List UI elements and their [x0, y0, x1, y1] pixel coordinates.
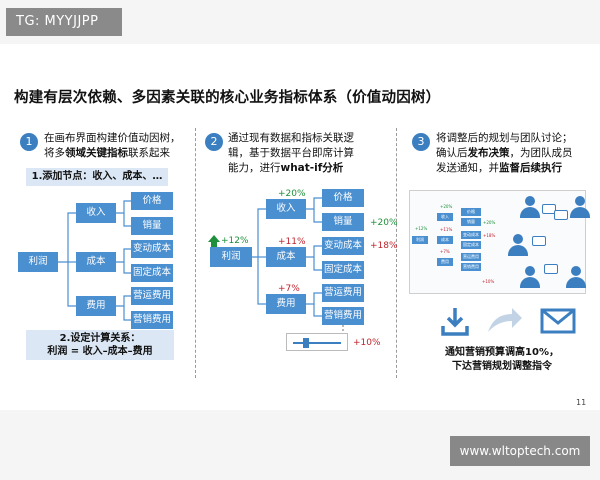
download-icon — [441, 308, 469, 336]
column-divider-2 — [396, 128, 397, 378]
step-1-line-2-pre: 将多 — [44, 147, 65, 159]
slide-title: 构建有层次依赖、多因素关联的核心业务指标体系（价值动因树） — [14, 90, 441, 106]
chat-bubble-icon — [542, 204, 556, 214]
step-2-line-3: 能力，进行what-if分析 — [228, 161, 388, 176]
marketing-slider[interactable] — [286, 333, 348, 351]
cost-change: +11% — [278, 237, 306, 247]
tree-node-price[interactable]: 价格 — [131, 192, 173, 210]
column-divider-1 — [195, 128, 196, 378]
notification-line-2: 下达营销规划调整指令 — [452, 361, 552, 372]
whatif-node-variable-cost[interactable]: 变动成本 — [322, 237, 364, 255]
tree-node-cost[interactable]: 成本 — [76, 252, 116, 272]
mini-node-cost: 成本 — [437, 236, 453, 244]
whatif-node-operating-expense[interactable]: 营运费用 — [322, 284, 364, 302]
step-1-text: 在画布界面构建价值动因树， 将多领域关键指标联系起来 — [44, 131, 194, 161]
slider-knob[interactable] — [303, 338, 309, 348]
notification-text: 通知营销预算调高10%， 下达营销规划调整指令 — [432, 346, 572, 374]
callout-set-calc-line-1: 2.设定计算关系： — [59, 333, 141, 344]
step-2-line-3-bold: what-if分析 — [280, 162, 344, 174]
step-3-line-3: 发送通知，并监督后续执行 — [436, 161, 598, 176]
mini-cost-change: +11% — [440, 227, 453, 232]
tree-node-expense[interactable]: 费用 — [76, 296, 116, 316]
callout-set-calc-line-2: 利润 = 收入–成本–费用 — [47, 346, 153, 357]
root-change: +12% — [221, 236, 249, 246]
step-3-line-2-post: ，为团队成员 — [509, 147, 573, 159]
step-1-line-2-post: 联系起来 — [128, 147, 170, 159]
step-2-line-1: 通过现有数据和指标关联逻 — [228, 132, 354, 144]
mini-node-variable-cost: 变动成本 — [461, 231, 481, 239]
tree-node-fixed-cost[interactable]: 固定成本 — [131, 264, 173, 282]
mini-node-fixed-cost: 固定成本 — [461, 241, 481, 249]
step-3-line-3-pre: 发送通知，并 — [436, 162, 499, 174]
tree-node-operating-expense[interactable]: 营运费用 — [131, 287, 173, 305]
whatif-node-price[interactable]: 价格 — [322, 189, 364, 207]
step-1-line-1: 在画布界面构建价值动因树， — [44, 132, 181, 144]
mini-node-operating-expense: 营运费用 — [461, 253, 481, 261]
mini-node-expense: 费用 — [437, 258, 453, 266]
step-3-line-2-bold: 发布决策 — [467, 147, 510, 159]
step-3-line-2-pre: 确认后 — [436, 147, 468, 159]
mail-icon — [540, 308, 576, 334]
whatif-node-income[interactable]: 收入 — [266, 199, 306, 219]
whatif-node-sales[interactable]: 销量 — [322, 213, 364, 231]
site-watermark: www.wltoptech.com — [450, 436, 590, 466]
team-member-icon — [520, 266, 540, 288]
callout-set-calc: 2.设定计算关系： 利润 = 收入–成本–费用 — [26, 330, 174, 360]
step-number: 2 — [205, 133, 223, 151]
chat-bubble-icon — [544, 264, 558, 274]
whatif-node-expense[interactable]: 费用 — [266, 294, 306, 314]
team-member-icon — [520, 196, 540, 218]
tree-node-sales[interactable]: 销量 — [131, 217, 173, 235]
step-2-line-3-pre: 能力，进行 — [228, 162, 281, 174]
step-1-line-2: 将多领域关键指标联系起来 — [44, 146, 194, 161]
mini-income-change: +20% — [440, 204, 453, 209]
mini-node-root: 利润 — [412, 236, 428, 244]
mini-node-income: 收入 — [437, 213, 453, 221]
tree-node-marketing-expense[interactable]: 营销费用 — [131, 311, 173, 329]
step-2-text: 通过现有数据和指标关联逻 辑，基于数据平台即席计算 能力，进行what-if分析 — [228, 131, 388, 176]
expense-change: +7% — [278, 284, 300, 294]
step-1-line-2-bold: 领域关键指标 — [65, 147, 128, 159]
slider-track — [293, 342, 341, 344]
step-number: 1 — [20, 133, 38, 151]
tree-node-income[interactable]: 收入 — [76, 203, 116, 223]
mini-marketing-change: +10% — [482, 279, 495, 284]
mini-expense-change: +7% — [440, 249, 450, 254]
step-3-text: 将调整后的规划与团队讨论； 确认后发布决策，为团队成员 发送通知，并监督后续执行 — [436, 131, 598, 176]
chat-bubble-icon — [532, 236, 546, 246]
step-3-line-2: 确认后发布决策，为团队成员 — [436, 146, 598, 161]
team-member-icon — [508, 234, 528, 256]
mini-root-change: +12% — [415, 226, 428, 231]
whatif-node-fixed-cost[interactable]: 固定成本 — [322, 261, 364, 279]
mini-node-marketing-expense: 营销费用 — [461, 263, 481, 271]
step-2-line-2: 辑，基于数据平台即席计算 — [228, 147, 354, 159]
chat-bubble-icon — [554, 210, 568, 220]
page-number: 11 — [576, 398, 587, 407]
mini-node-sales: 销量 — [461, 218, 481, 226]
marketing-change: +10% — [353, 338, 381, 348]
team-member-icon — [570, 196, 590, 218]
sales-change: +20% — [370, 218, 398, 228]
variable-cost-change: +18% — [370, 241, 398, 251]
step-number: 3 — [412, 133, 430, 151]
watermark-tag: TG: MYYJJPP — [6, 8, 122, 36]
whatif-node-root[interactable]: 利润 — [210, 247, 252, 267]
income-change: +20% — [278, 189, 306, 199]
mini-tree-preview — [409, 190, 586, 294]
whatif-node-cost[interactable]: 成本 — [266, 247, 306, 267]
step-3-line-1: 将调整后的规划与团队讨论； — [436, 132, 573, 144]
whatif-node-marketing-expense[interactable]: 营销费用 — [322, 307, 364, 325]
tree-node-variable-cost[interactable]: 变动成本 — [131, 240, 173, 258]
callout-add-nodes: 1.添加节点：收入、成本、… — [26, 168, 168, 186]
mini-variable-cost-change: +18% — [483, 233, 496, 238]
step-3-line-3-bold: 监督后续执行 — [499, 162, 562, 174]
share-arrow-icon — [488, 308, 522, 332]
notification-line-1: 通知营销预算调高10%， — [445, 347, 559, 358]
mini-sales-change: +20% — [483, 220, 496, 225]
tree-node-root[interactable]: 利润 — [18, 252, 58, 272]
mini-node-price: 价格 — [461, 208, 481, 216]
team-member-icon — [566, 266, 586, 288]
